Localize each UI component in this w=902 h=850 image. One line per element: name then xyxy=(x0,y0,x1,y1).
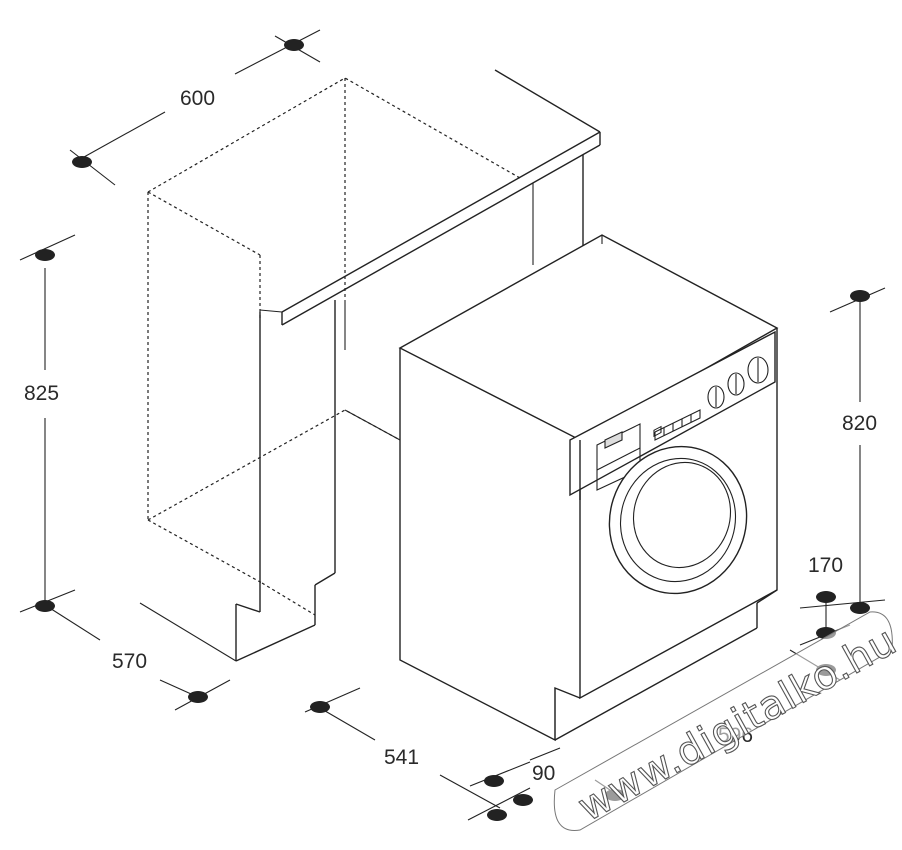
watermark-text: www.digitalko.hu xyxy=(571,618,902,831)
dimension-label-plinth-offset: 90 xyxy=(532,762,555,785)
dimension-label-cabinet-depth: 570 xyxy=(112,650,147,673)
control-buttons xyxy=(653,409,701,441)
dimension-label-cabinet-height: 825 xyxy=(24,382,59,405)
countertop xyxy=(259,69,601,350)
dimension-label-plinth-height: 170 xyxy=(808,554,843,577)
cabinet-outline xyxy=(147,77,521,616)
dimension-label-machine-depth: 541 xyxy=(384,746,419,769)
dimension-label-cabinet-width: 600 xyxy=(180,87,215,110)
washing-machine xyxy=(398,234,779,742)
dimension-label-machine-height: 820 xyxy=(842,412,877,435)
control-knobs xyxy=(707,356,769,409)
cabinet-side-panel xyxy=(235,300,401,662)
door xyxy=(608,445,748,595)
